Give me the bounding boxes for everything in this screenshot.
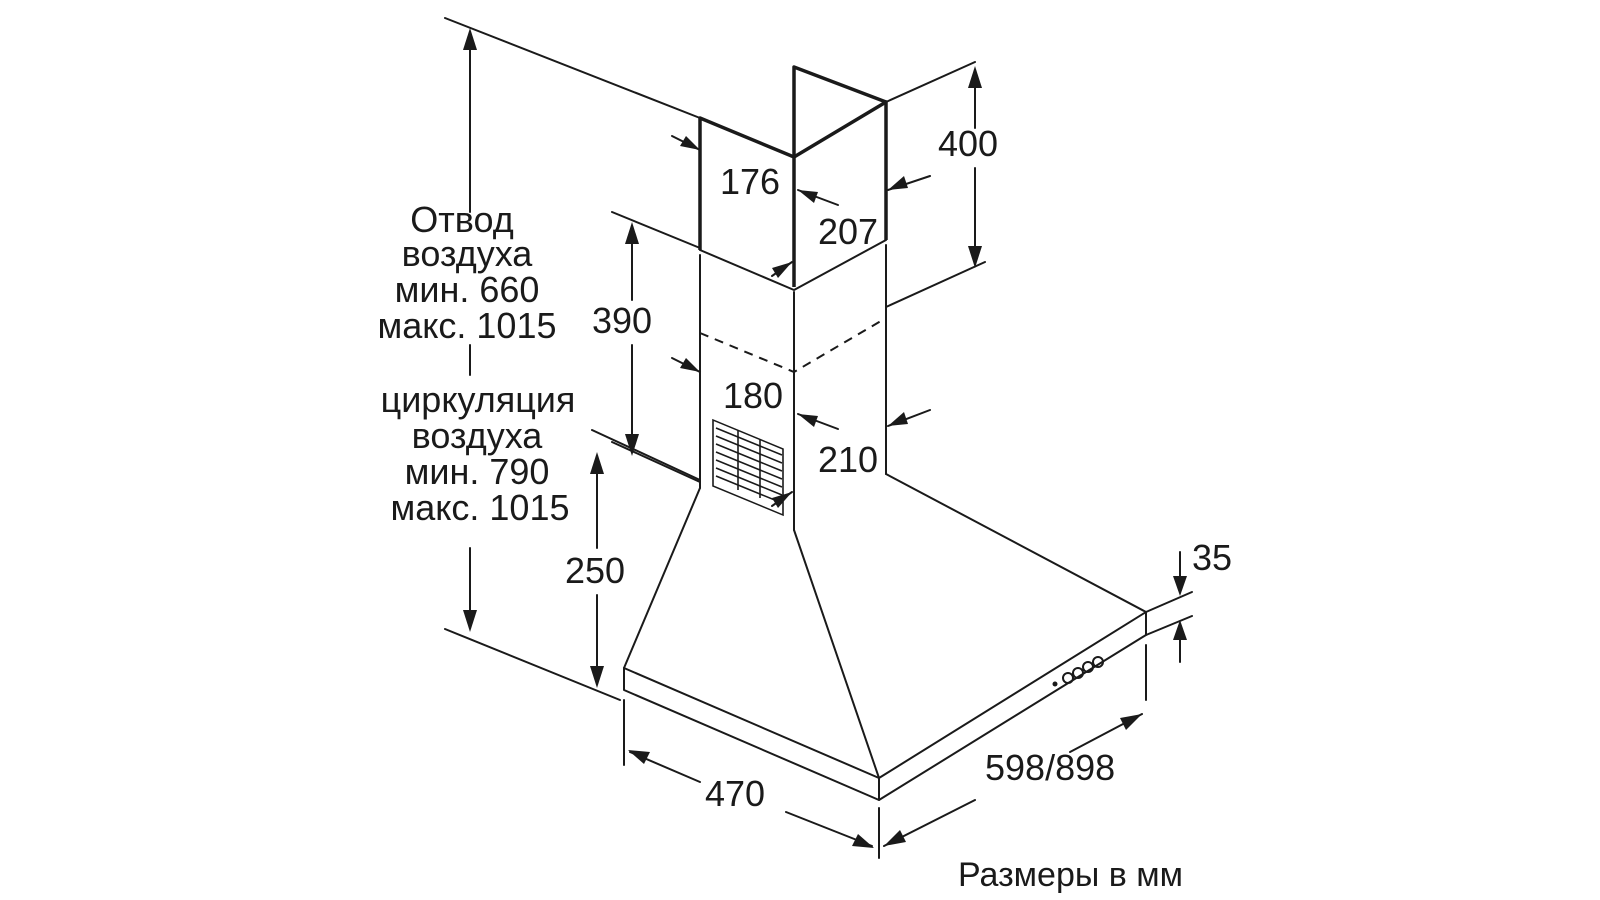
dim-hood-width: 598/898 [985,747,1115,788]
dimension-labels: 400 176 207 390 180 210 250 35 470 598/8… [565,123,1232,814]
units-caption: Размеры в мм [958,856,1183,894]
extraction-note-line-4: макс. 1015 [377,305,556,346]
dim-chimney-bottom-width: 210 [818,439,878,480]
recirculation-note-line-1: циркуляция [381,379,576,420]
extraction-note-line-3: мин. 660 [395,269,540,310]
dim-chimney-bottom-depth: 180 [723,375,783,416]
recirculation-note: циркуляция воздуха мин. 790 макс. 1015 [381,379,576,528]
extraction-note-line-2: воздуха [402,233,534,274]
dim-body-height: 250 [565,550,625,591]
extraction-note: Отвод воздуха мин. 660 макс. 1015 [377,199,556,346]
recirculation-note-line-3: мин. 790 [405,451,550,492]
recirculation-note-line-4: макс. 1015 [390,487,569,528]
dimension-lines [444,17,1193,859]
recirculation-note-line-2: воздуха [412,415,544,456]
hood-outline [623,65,1147,801]
dim-chimney-top-depth: 176 [720,161,780,202]
dim-chimney-bottom-height: 390 [592,300,652,341]
vent-grille [712,418,784,517]
dim-panel-thickness: 35 [1192,537,1232,578]
dim-chimney-top-height: 400 [938,123,998,164]
control-panel-knobs [1052,656,1104,687]
dim-hood-depth: 470 [705,773,765,814]
dim-chimney-top-width: 207 [818,211,878,252]
extraction-note-line-1: Отвод [410,199,513,240]
